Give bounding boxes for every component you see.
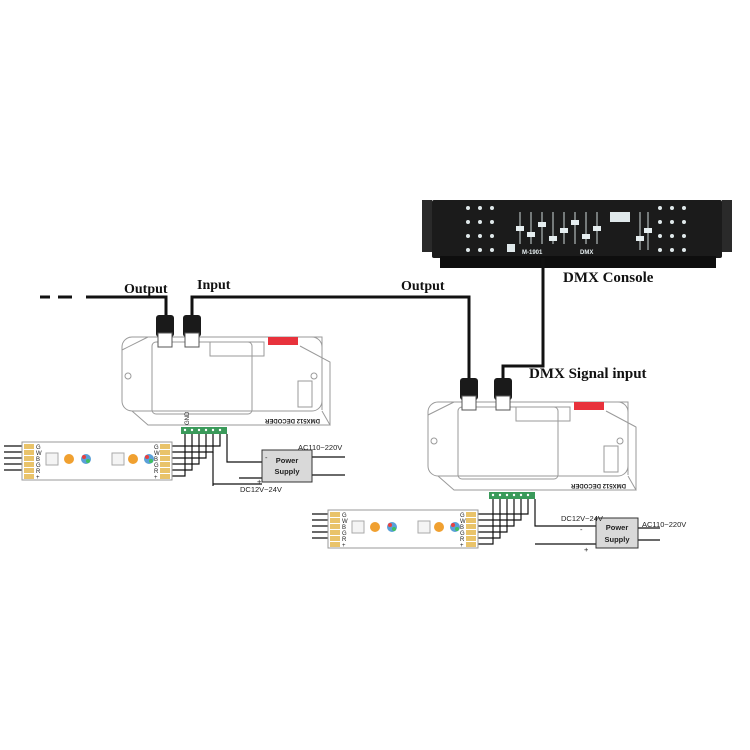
- svg-text:Supply: Supply: [274, 467, 300, 476]
- decoder-left-name: DMX512 DECODER: [264, 417, 320, 423]
- output-cable-left: [86, 295, 168, 315]
- svg-text:B: B: [36, 457, 40, 463]
- console-brand: M-1901: [522, 250, 543, 256]
- svg-text:Supply: Supply: [604, 535, 630, 544]
- decoder-left-red-tab: [268, 337, 298, 345]
- svg-text:W: W: [342, 519, 348, 525]
- svg-text:+: +: [154, 475, 158, 481]
- svg-text:W: W: [154, 451, 160, 457]
- ac-label-right: AC110~220V: [642, 520, 686, 529]
- svg-text:+: +: [257, 477, 262, 486]
- svg-text:B: B: [460, 525, 464, 531]
- svg-text:G: G: [460, 513, 465, 519]
- decoder-left: [121, 336, 331, 426]
- svg-text:W: W: [460, 519, 466, 525]
- svg-text:Power: Power: [276, 456, 299, 465]
- svg-text:G: G: [342, 531, 347, 537]
- svg-text:+: +: [460, 543, 464, 549]
- dc-label-right: DC12V~24V: [561, 514, 603, 523]
- decoder-right-name: DMX512 DECODER: [570, 482, 626, 488]
- svg-text:-: -: [580, 525, 583, 534]
- svg-text:R: R: [36, 469, 41, 475]
- console-mode: DMX: [580, 250, 593, 256]
- svg-text:R: R: [460, 537, 465, 543]
- svg-text:W: W: [36, 451, 42, 457]
- decoder-right: [427, 401, 637, 491]
- input-label-left: Input: [197, 278, 231, 293]
- svg-text:B: B: [154, 457, 158, 463]
- wiring-left: [4, 434, 345, 486]
- svg-text:G: G: [154, 463, 159, 469]
- strip-right-pin-labels: G W B G R + G W B G R +: [342, 513, 466, 549]
- cables: [40, 258, 545, 378]
- decoder-left-pin-labels: GND: [185, 411, 191, 425]
- svg-text:+: +: [584, 545, 589, 554]
- dc-label-left: DC12V~24V: [240, 485, 282, 494]
- output-label-left: Output: [124, 282, 168, 297]
- led-strip-left: [21, 441, 173, 481]
- svg-text:GND: GND: [185, 411, 191, 425]
- svg-text:G: G: [154, 445, 159, 451]
- decoder-link-cable: [190, 295, 471, 378]
- decoder-right-red-tab: [574, 402, 604, 410]
- dmx-signal-input-label: DMX Signal input: [529, 366, 647, 382]
- led-strip-right: [327, 509, 479, 549]
- svg-text:G: G: [342, 513, 347, 519]
- decoder-left-connectors: [156, 315, 201, 348]
- svg-text:G: G: [36, 445, 41, 451]
- strip-left-pin-labels: G W B G R + G W B G R +: [36, 445, 160, 481]
- svg-text:Power: Power: [606, 523, 629, 532]
- power-supply-left: Power Supply AC110~220V DC12V~24V - +: [240, 443, 342, 494]
- decoder-right-connectors: [460, 378, 512, 411]
- svg-text:-: -: [265, 453, 268, 462]
- svg-text:B: B: [342, 525, 346, 531]
- svg-text:R: R: [154, 469, 159, 475]
- svg-text:G: G: [460, 531, 465, 537]
- ac-label-left: AC110~220V: [298, 443, 342, 452]
- dmx-console-label: DMX Console: [563, 270, 654, 286]
- svg-text:+: +: [36, 475, 40, 481]
- svg-text:G: G: [36, 463, 41, 469]
- power-supply-right: Power Supply AC110~220V DC12V~24V - +: [561, 514, 686, 554]
- svg-text:+: +: [342, 543, 346, 549]
- output-label-mid: Output: [401, 279, 445, 294]
- svg-text:R: R: [342, 537, 347, 543]
- decoder-left-terminal: [181, 427, 227, 434]
- wiring-right: [312, 499, 660, 545]
- console-signal-cable: [501, 258, 545, 378]
- dmx-console: M-1901 DMX: [422, 200, 732, 268]
- decoder-right-terminal: [489, 492, 535, 499]
